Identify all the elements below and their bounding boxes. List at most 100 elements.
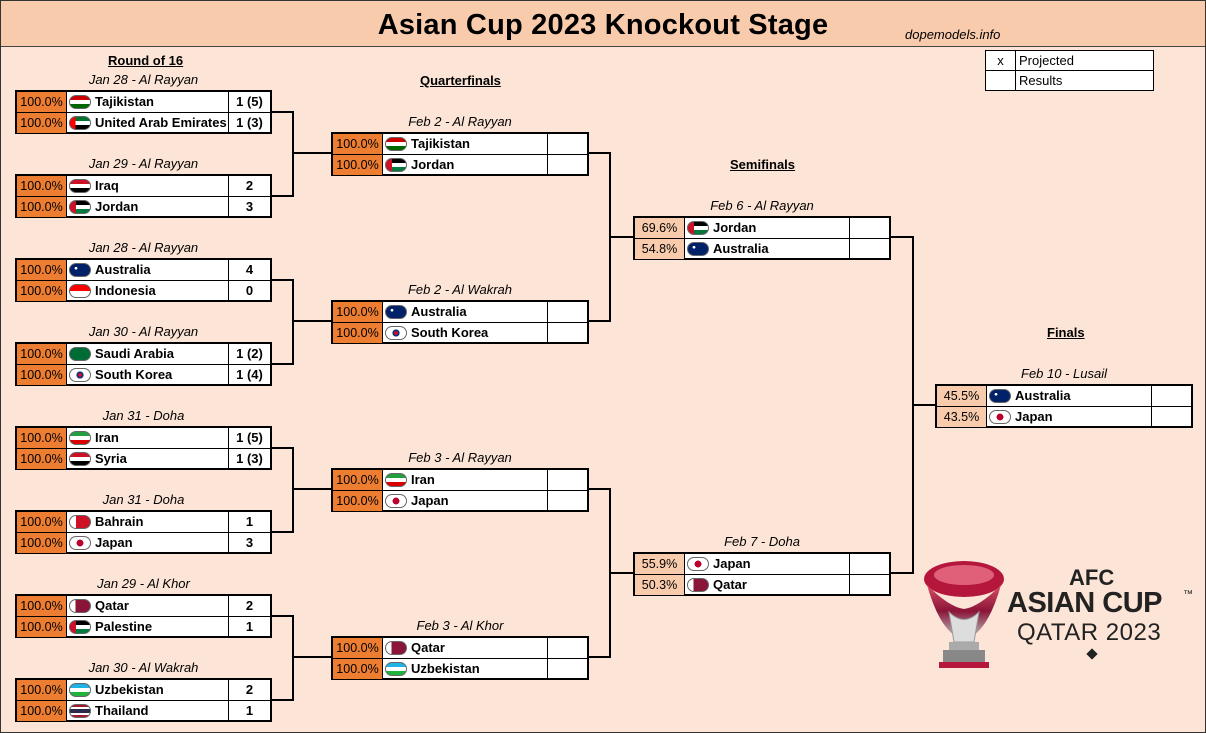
round-label-qf: Quarterfinals [420, 73, 501, 88]
team-score [1151, 407, 1191, 427]
advance-probability: 55.9% [635, 554, 685, 574]
match-date: Jan 30 - Al Rayyan [88, 324, 199, 339]
advance-probability: 100.0% [17, 113, 67, 133]
team-name: Uzbekistan [95, 682, 164, 697]
team-name: Palestine [95, 619, 153, 634]
australia-flag-icon [67, 260, 93, 280]
team-name: Saudi Arabia [95, 346, 174, 361]
team-name: South Korea [411, 325, 489, 340]
team-name: South Korea [95, 367, 173, 382]
advance-probability: 100.0% [333, 470, 383, 490]
team-score [849, 554, 889, 574]
legend-results-label: Results [1019, 73, 1063, 88]
team-row: 100.0%Tajikistan [333, 134, 587, 155]
team-row: 69.6%Jordan [635, 218, 889, 239]
team-score: 3 [228, 533, 270, 553]
advance-probability: 100.0% [17, 617, 67, 637]
advance-probability: 100.0% [17, 344, 67, 364]
advance-probability: 100.0% [333, 134, 383, 154]
round-label-r16: Round of 16 [108, 53, 184, 68]
advance-probability: 100.0% [17, 365, 67, 385]
iran-flag-icon [383, 470, 409, 490]
australia-flag-icon [685, 239, 711, 259]
jordan-flag-icon [685, 218, 711, 238]
afc-asian-cup-logo: AFC ASIAN CUP ™ QATAR 2023 [919, 557, 1199, 677]
uzbekistan-flag-icon [67, 680, 93, 700]
team-name: Iraq [95, 178, 119, 193]
team-name: Syria [95, 451, 127, 466]
team-row: 100.0%Jordan [333, 155, 587, 175]
team-score [547, 155, 587, 175]
match-date: Feb 2 - Al Rayyan [408, 114, 512, 129]
team-score: 1 (2) [228, 344, 270, 364]
team-score: 4 [228, 260, 270, 280]
advance-probability: 100.0% [17, 281, 67, 301]
team-row: 55.9%Japan [635, 554, 889, 575]
advance-probability: 100.0% [17, 92, 67, 112]
team-score [547, 638, 587, 658]
match-date: Jan 28 - Al Rayyan [88, 72, 199, 87]
advance-probability: 54.8% [635, 239, 685, 259]
team-score: 2 [228, 596, 270, 616]
indonesia-flag-icon [67, 281, 93, 301]
advance-probability: 100.0% [333, 155, 383, 175]
japan-flag-icon [987, 407, 1013, 427]
team-row: 43.5%Japan [937, 407, 1191, 427]
bahrain-flag-icon [67, 512, 93, 532]
team-row: 54.8% Australia [635, 239, 889, 259]
iran-flag-icon [67, 428, 93, 448]
match-box: 100.0% Tajikistan 1 (5)100.0%United Arab E… [15, 90, 272, 134]
match-date: Jan 29 - Al Khor [97, 576, 190, 591]
team-name: Australia [713, 241, 769, 256]
team-score [547, 491, 587, 511]
team-score: 1 (3) [228, 449, 270, 469]
match-date: Jan 31 - Doha [102, 492, 185, 507]
team-row: 45.5%Australia [937, 386, 1191, 407]
legend-results-mark [986, 71, 1016, 91]
jordan-flag-icon [67, 197, 93, 217]
advance-probability: 45.5% [937, 386, 987, 406]
advance-probability: 100.0% [333, 302, 383, 322]
team-score: 1 [228, 701, 270, 721]
team-row: 100.0% Saudi Arabia 1 (2) [17, 344, 270, 365]
advance-probability: 100.0% [17, 680, 67, 700]
advance-probability: 100.0% [17, 596, 67, 616]
saudi-flag-icon [67, 344, 93, 364]
team-score: 1 [228, 512, 270, 532]
match-date: Feb 3 - Al Rayyan [408, 450, 512, 465]
tajikistan-flag-icon [383, 134, 409, 154]
team-name: Japan [1015, 409, 1053, 424]
advance-probability: 100.0% [333, 323, 383, 343]
round-label-sf: Semifinals [730, 157, 796, 172]
japan-flag-icon [685, 554, 711, 574]
match-date: Feb 3 - Al Khor [416, 618, 504, 633]
team-score [547, 302, 587, 322]
match-date: Feb 2 - Al Wakrah [407, 282, 513, 297]
thailand-flag-icon [67, 701, 93, 721]
team-score: 1 (5) [228, 92, 270, 112]
team-name: Bahrain [95, 514, 144, 529]
advance-probability: 100.0% [333, 638, 383, 658]
match-date: Feb 10 - Lusail [1021, 366, 1107, 381]
team-row: 100.0%Japan [333, 491, 587, 511]
legend-projected-label: Projected [1019, 53, 1074, 68]
logo-qatar-text: QATAR 2023 [1017, 619, 1162, 646]
team-name: Qatar [713, 577, 747, 592]
team-name: Tajikistan [95, 94, 155, 109]
match-box: 100.0% Saudi Arabia 1 (2) 100.0% South Korea… [15, 342, 272, 386]
team-score: 0 [228, 281, 270, 301]
palestine-flag-icon [67, 617, 93, 637]
